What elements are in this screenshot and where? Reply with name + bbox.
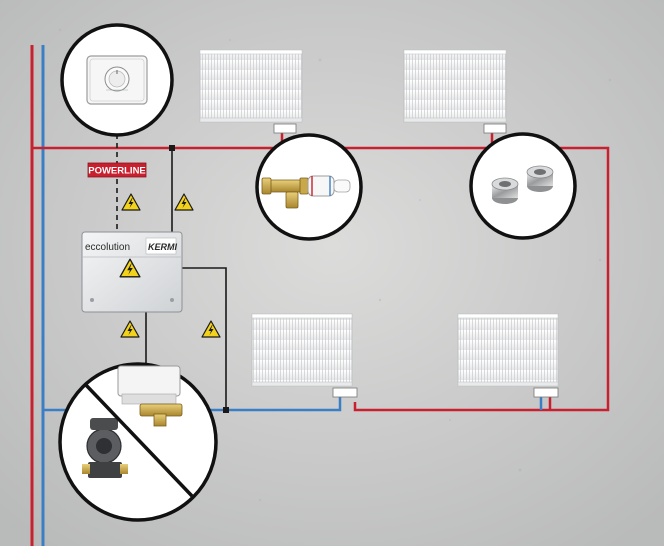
radiator-icon [199, 49, 303, 134]
radiator-icon [403, 49, 507, 134]
room-thermostat-icon [60, 23, 174, 137]
pump-crossed-out-icon [58, 362, 218, 522]
controller-brand-label: eccolution [85, 242, 130, 253]
actuator-valve-icon [117, 365, 183, 427]
wire-junction [223, 407, 229, 413]
crossed-out-slash [83, 382, 194, 498]
radiator-icon [457, 313, 559, 398]
eccolution-control-box: eccolution KERMI [81, 231, 183, 313]
thermostatic-valve-icon [255, 133, 363, 241]
controller-maker-label: KERMI [148, 242, 177, 252]
powerline-label: POWERLINE [88, 166, 146, 177]
pump-icon [82, 418, 128, 478]
valve-fittings-icon [469, 132, 577, 240]
supply-loop-pipe [32, 146, 610, 412]
radiator-icon [251, 313, 358, 398]
wall-texture [58, 28, 612, 502]
powerline-badge: POWERLINE [87, 162, 147, 178]
wire-junction [169, 145, 175, 151]
signal-wire-right [182, 267, 227, 410]
